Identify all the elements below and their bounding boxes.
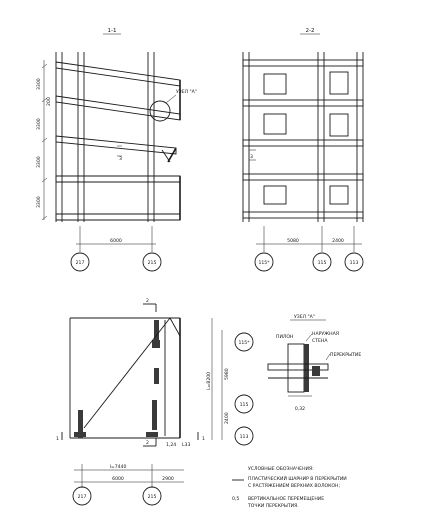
svg-text:ПИЛОН: ПИЛОН: [276, 334, 293, 340]
svg-text:1: 1: [56, 436, 59, 442]
node-a-marker: [149, 100, 171, 122]
axis-bubble-plan-215: [142, 486, 162, 506]
axis-bubble-115: [312, 252, 332, 272]
svg-text:115*: 115*: [258, 260, 270, 266]
svg-text:3: 3: [250, 154, 253, 160]
svg-text:217: 217: [76, 260, 85, 266]
section-1-title: 1-1: [108, 28, 117, 34]
svg-text:115: 115: [318, 260, 327, 266]
svg-text:0,5: 0,5: [232, 496, 239, 502]
plan-bottom-dims: l=7440 6000 2900 217 215: [72, 464, 184, 506]
svg-text:5080: 5080: [287, 238, 299, 244]
svg-text:200: 200: [46, 97, 52, 106]
axis-bubble-plan-217: [72, 486, 92, 506]
svg-text:0,32: 0,32: [295, 406, 305, 412]
svg-text:ВЕРТИКАЛЬНОЕ ПЕРЕМЕЩЕНИЕ: ВЕРТИКАЛЬНОЕ ПЕРЕМЕЩЕНИЕ: [248, 496, 324, 502]
svg-text:ПЕРЕКРЫТИЕ: ПЕРЕКРЫТИЕ: [330, 352, 361, 358]
svg-text:115*: 115*: [238, 340, 250, 346]
svg-text:3300: 3300: [36, 118, 42, 130]
axis-bubble-right-113: [234, 426, 254, 446]
svg-text:ПЛАСТИЧЕСКИЙ ШАРНИР В ПЕРЕКРЫТ: ПЛАСТИЧЕСКИЙ ШАРНИР В ПЕРЕКРЫТИИ: [248, 475, 347, 482]
axis-bubble-113: [344, 252, 364, 272]
section-1-bottom-dim: 6000 217 215: [70, 226, 162, 272]
svg-text:2400: 2400: [224, 412, 230, 424]
svg-text:113: 113: [240, 434, 249, 440]
section-2-slabs: [242, 59, 364, 219]
svg-text:3300: 3300: [36, 78, 42, 90]
section-1-level-dims: 3300 200 3300 3300 3300: [36, 60, 52, 221]
svg-text:2400: 2400: [332, 238, 344, 244]
svg-text:L33: L33: [182, 442, 190, 448]
svg-text:СТЕНА: СТЕНА: [312, 338, 328, 344]
svg-text:6000: 6000: [110, 238, 122, 244]
svg-text:УЗЕЛ "А": УЗЕЛ "А": [294, 314, 315, 320]
node-a-callout: УЗЕЛ "А": [176, 89, 197, 95]
section-2-bottom-dim: 5080 2400 115* 115 113: [254, 226, 364, 272]
section-1-cut-marker: 3: [117, 145, 122, 162]
axis-bubble-115-star: [254, 252, 274, 272]
svg-text:2900: 2900: [162, 476, 174, 482]
section-2-cut-marker: 3: [249, 149, 256, 161]
axis-bubble-215: [142, 252, 162, 272]
plan-right-dims: L=8200 5980 2400 115* 115 113: [206, 318, 254, 446]
svg-text:3300: 3300: [36, 196, 42, 208]
plan-scheme: 2 2 1 1 L=8200 5980: [56, 298, 254, 506]
axis-bubble-right-115-star: [234, 332, 254, 352]
plan-cut-2-bottom: 2: [143, 438, 157, 447]
section-2-title: 2-2: [306, 28, 315, 34]
plan-cut-2-top: 2: [143, 298, 157, 312]
axis-bubble-217: [70, 252, 90, 272]
section-2-2: 2-2 3: [242, 28, 364, 272]
svg-text:L=8200: L=8200: [206, 372, 212, 390]
svg-text:3: 3: [119, 156, 122, 162]
svg-text:1,24: 1,24: [166, 442, 176, 448]
svg-text:5980: 5980: [224, 368, 230, 380]
node-a-detail: УЗЕЛ "А" ПИЛОН НАРУЖНАЯ СТЕНА ПЕРЕКРЫТИЕ…: [267, 314, 361, 412]
svg-text:1: 1: [202, 436, 205, 442]
svg-text:С РАСТЯЖЕНИЕМ ВЕРХНИХ ВОЛОКОН;: С РАСТЯЖЕНИЕМ ВЕРХНИХ ВОЛОКОН;: [248, 483, 340, 489]
axis-bubble-right-115: [234, 394, 254, 414]
svg-text:115: 115: [240, 402, 249, 408]
svg-text:215: 215: [148, 260, 157, 266]
svg-text:l=7440: l=7440: [110, 464, 127, 470]
svg-text:НАРУЖНАЯ: НАРУЖНАЯ: [312, 331, 339, 337]
svg-text:ТОЧКИ ПЕРЕКРЫТИЯ.: ТОЧКИ ПЕРЕКРЫТИЯ.: [247, 503, 299, 509]
section-1-1: 1-1 УЗЕЛ "А" 3: [36, 28, 197, 272]
section-1-slabs: [55, 61, 181, 221]
legend: УСЛОВНЫЕ ОБОЗНАЧЕНИЯ: ПЛАСТИЧЕСКИЙ ШАРНИ…: [232, 466, 347, 509]
svg-text:2: 2: [146, 440, 149, 446]
svg-text:УСЛОВНЫЕ ОБОЗНАЧЕНИЯ:: УСЛОВНЫЕ ОБОЗНАЧЕНИЯ:: [248, 466, 314, 472]
svg-text:6000: 6000: [112, 476, 124, 482]
section-2-walls: [242, 52, 364, 222]
svg-text:2: 2: [146, 298, 149, 304]
svg-text:215: 215: [148, 494, 157, 500]
svg-text:113: 113: [350, 260, 359, 266]
section-1-walls: [55, 52, 155, 222]
svg-text:217: 217: [78, 494, 87, 500]
svg-text:3300: 3300: [36, 156, 42, 168]
